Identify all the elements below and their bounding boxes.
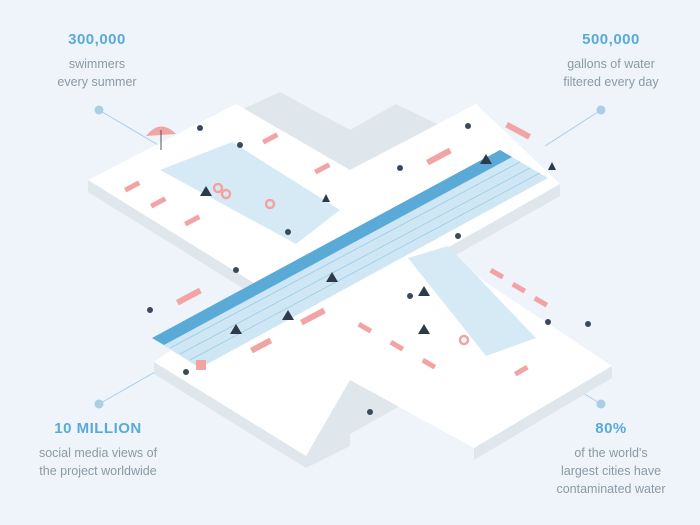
swimmer-figure [237,142,243,148]
swimmer-figure [465,123,471,129]
lap-pool-wall [152,150,512,345]
stat-contaminated: 80% of the world's largest cities have c… [496,420,700,498]
lounge-chair-icon [505,122,531,140]
lounge-chair-icon [357,321,373,334]
swimmer-figure [197,125,203,131]
stat-swimmers: 300,000 swimmers every summer [0,31,212,91]
stat-line: of the world's [574,446,648,460]
connector-dots [94,105,606,409]
lounge-chair-icon [150,196,167,209]
swimmer-figure [367,409,373,415]
swimmers [147,123,591,415]
lounge-chair-icon [299,307,326,326]
stat-line: every summer [57,75,137,89]
pool-lower-right [408,246,536,356]
lounge-chair-icon [314,162,331,175]
lap-pool [152,150,548,368]
lounge-chair-icon [511,282,527,294]
connector-dot [596,399,606,409]
pool-floats [212,182,470,346]
swimmer-figure [183,369,189,375]
stat-value: 10 MILLION [54,420,142,437]
connector-dot [94,399,104,409]
fins [200,154,556,334]
lounge-chair-icon [250,337,273,354]
lounge-chair-icon [425,147,452,166]
swimmer-figure [233,267,239,273]
swimmer-figure [407,293,413,299]
stat-line: gallons of water [567,57,655,71]
lounge-chair-icon [196,360,206,370]
pool-upper-left [160,142,340,244]
swimmer-figure [545,319,551,325]
connector-dot [94,105,104,115]
connector-dot [596,105,606,115]
lane-lines [169,161,541,361]
stat-value: 80% [595,420,627,437]
swimmer-figure [397,165,403,171]
lounge-chair-icon [421,357,437,370]
swimmer-figure [585,321,591,327]
stat-value: 300,000 [68,31,126,48]
lounge-chair-icon [184,214,201,227]
stat-line: contaminated water [556,482,666,496]
stat-social-views: 10 MILLION social media views of the pro… [0,420,213,480]
stat-gallons: 500,000 gallons of water filtered every … [496,31,700,91]
lounge-chair-icon [533,296,549,308]
lounge-chair-icon [389,339,405,352]
umbrella-icon [146,126,176,150]
lounge-chairs [124,122,549,377]
lounge-chair-icon [262,132,279,145]
lounge-chair-icon [176,287,202,306]
stat-line: filtered every day [563,75,659,89]
lounge-chair-icon [124,180,141,193]
swimmer-figure [147,307,153,313]
stat-value: 500,000 [582,31,640,48]
stat-line: social media views of [38,446,158,460]
swimmer-figure [455,233,461,239]
swimmer-figure [285,229,291,235]
stat-line: swimmers [68,57,126,71]
stat-line: the project worldwide [39,464,157,478]
lounge-chair-icon [489,268,505,280]
lounge-chair-icon [514,365,529,377]
stat-line: largest cities have [560,464,662,478]
